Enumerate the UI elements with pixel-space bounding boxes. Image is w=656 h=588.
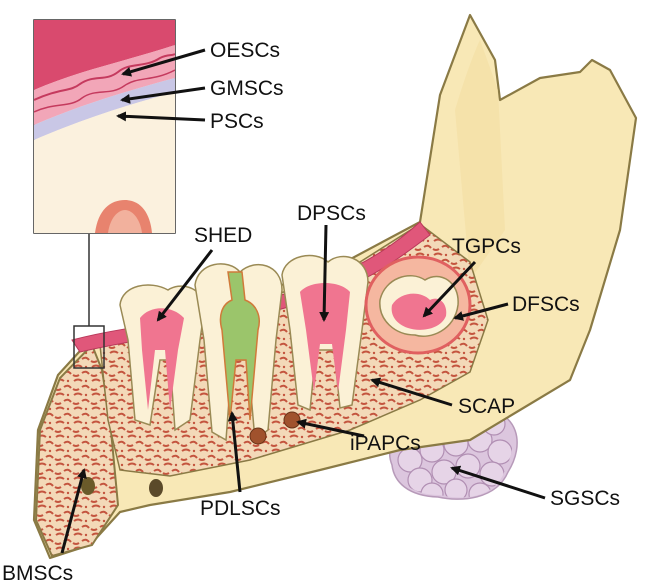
label-pscs: PSCs (210, 110, 264, 133)
label-sgscs: SGSCs (550, 487, 620, 510)
label-shed: SHED (194, 224, 252, 247)
label-dpscs: DPSCs (297, 202, 366, 225)
label-dfscs: DFSCs (512, 293, 580, 316)
label-tgpcs: TGPCs (452, 235, 521, 258)
label-gmscs: GMSCs (210, 77, 284, 100)
label-bmscs: BMSCs (2, 562, 73, 585)
label-ipapcs: iPAPCs (350, 432, 421, 455)
label-scap: SCAP (458, 395, 515, 418)
label-pdlscs: PDLSCs (200, 497, 281, 520)
mental-foramen (149, 479, 163, 497)
tooth-developing (366, 257, 470, 353)
inset-gingiva-panel (34, 20, 175, 233)
label-oescs: OESCs (210, 39, 280, 62)
arrow-dpscs (324, 225, 326, 320)
